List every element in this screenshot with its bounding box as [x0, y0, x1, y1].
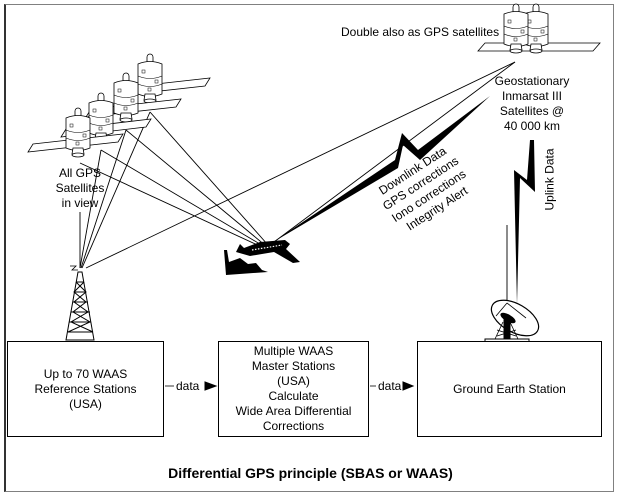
gps-satellite-icon: [27, 53, 211, 158]
geostationary-label: Geostationary Inmarsat III Satellites @ …: [494, 74, 570, 133]
gps-signal-lines: [79, 61, 516, 305]
airplane-icon: [224, 240, 300, 275]
gps-satellites-label: All GPS Satellites in view: [55, 166, 105, 210]
double-also-label: Double also as GPS satellites: [341, 25, 500, 39]
master-stations-box: Multiple WAAS Master Stations (USA) Calc…: [218, 341, 369, 437]
ground-earth-station-box: Ground Earth Station: [417, 341, 602, 437]
diagram-title: Differential GPS principle (SBAS or WAAS…: [168, 465, 453, 481]
flow-label-master-to-ground: data: [378, 379, 402, 393]
lightning-bolt-icon: [514, 140, 535, 305]
satellite-dish-icon: [484, 299, 540, 344]
geostationary-satellite-icon: [477, 3, 601, 54]
reference-stations-box: Up to 70 WAAS Reference Stations (USA): [7, 341, 164, 437]
arrow-right-icon: [165, 381, 415, 391]
radio-tower-icon: [65, 265, 95, 341]
uplink-label: Uplink Data: [542, 148, 557, 211]
flow-label-ref-to-master: data: [176, 379, 200, 393]
